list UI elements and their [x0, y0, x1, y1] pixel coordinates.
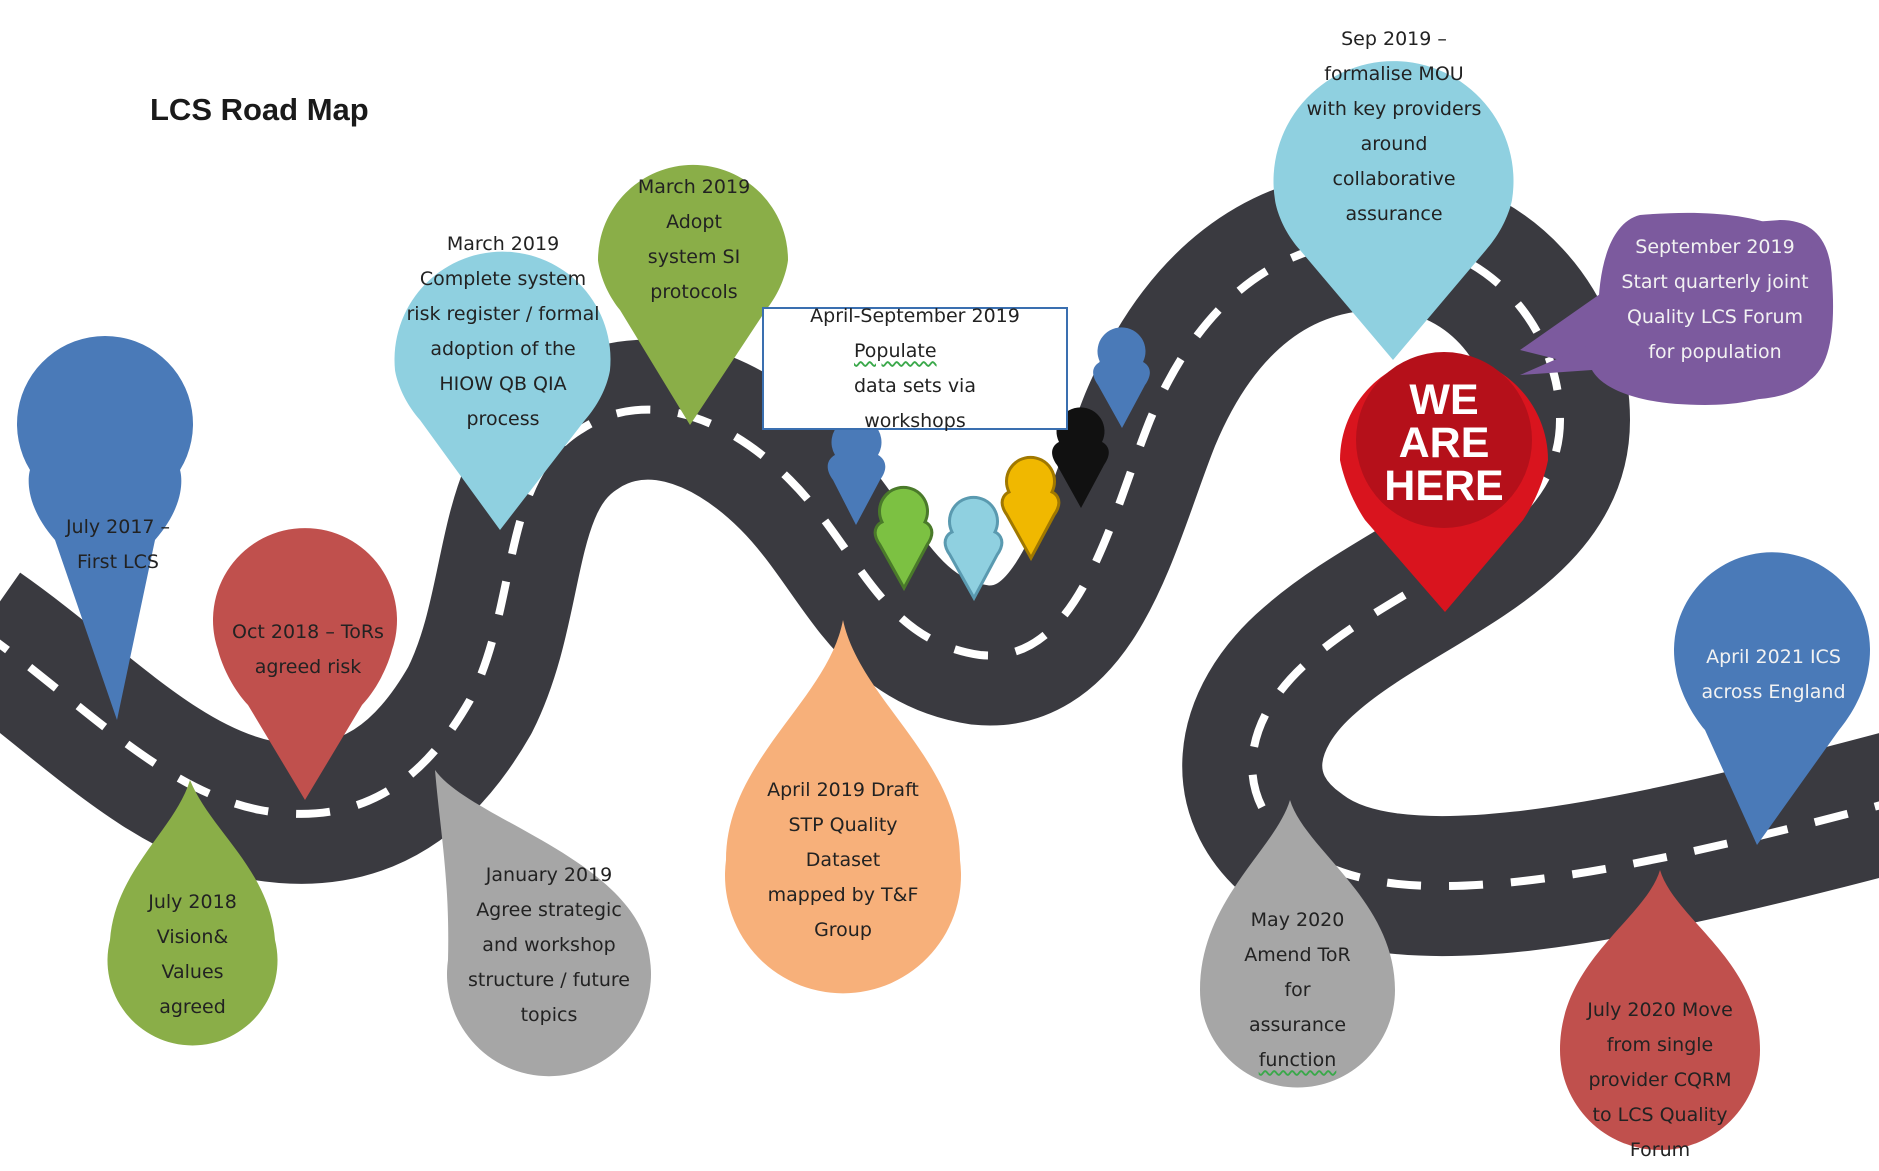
- pin-april-2021: [1673, 552, 1870, 845]
- drop-july-2018: [107, 780, 278, 1046]
- small-pin-green: [873, 485, 934, 592]
- pin-march-2019-si: [598, 164, 789, 425]
- drop-jan-2019: [435, 770, 651, 1077]
- drop-april-2019: [725, 620, 961, 994]
- small-pin-blue-1: [827, 417, 886, 525]
- pin-march-2019-register: [394, 251, 611, 530]
- road: [0, 161, 1879, 965]
- small-pin-light-blue: [943, 495, 1004, 602]
- pin-july-2017: [16, 335, 194, 720]
- small-pin-yellow: [1000, 455, 1061, 562]
- small-pin-black: [1052, 407, 1109, 508]
- drop-may-2020: [1200, 800, 1395, 1088]
- small-pin-blue-2: [1093, 327, 1150, 428]
- pin-july-2017-text: July 2017 –First LCS: [65, 516, 171, 573]
- we-are-here-pin: [1340, 352, 1548, 612]
- page-title: LCS Road Map: [150, 92, 369, 127]
- drop-july-2020: [1560, 870, 1760, 1150]
- callout-box-april-september-2019: April-September 2019 Populate data sets …: [762, 305, 1068, 432]
- bubble-september-2019: [1520, 212, 1834, 405]
- pin-oct-2018: [213, 528, 398, 800]
- pin-sep-2019-mou: [1273, 61, 1514, 361]
